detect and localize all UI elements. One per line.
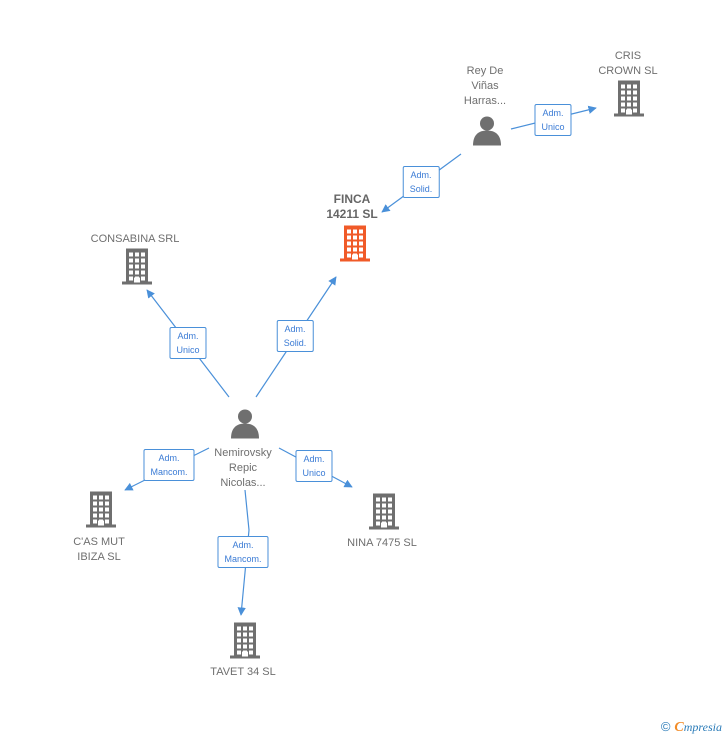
building-icon[interactable] <box>120 247 154 290</box>
node-label-tavet[interactable]: TAVET 34 SL <box>210 666 276 678</box>
edge-label-nemirovsky-casmut[interactable]: Adm. Mancom. <box>143 449 195 481</box>
person-icon[interactable] <box>472 116 502 151</box>
brand-name: mpresia <box>683 720 722 734</box>
building-icon[interactable] <box>338 224 372 267</box>
edge-label-rey-cris[interactable]: Adm. Unico <box>534 104 572 136</box>
edge-label-nemirovsky-tavet[interactable]: Adm. Mancom. <box>217 536 269 568</box>
node-label-nina[interactable]: NINA 7475 SL <box>347 537 417 549</box>
edge-label-rey-finca[interactable]: Adm. Solid. <box>402 166 440 198</box>
edge-label-nemirovsky-finca[interactable]: Adm. Solid. <box>276 320 314 352</box>
building-icon[interactable] <box>228 621 262 664</box>
building-icon[interactable] <box>612 79 646 122</box>
footer-brand: ©Cmpresia <box>661 719 722 736</box>
brand-initial: C <box>674 720 684 735</box>
edge-nemirovsky-tavet <box>237 489 250 616</box>
node-label-cris[interactable]: CRIS CROWN SL <box>598 50 658 77</box>
person-icon[interactable] <box>230 409 260 444</box>
building-icon[interactable] <box>84 490 118 533</box>
edge-label-nemirovsky-consabina[interactable]: Adm. Unico <box>169 327 207 359</box>
node-label-consabina[interactable]: CONSABINA SRL <box>90 233 180 245</box>
copyright-icon: © <box>660 719 671 734</box>
node-label-finca[interactable]: FINCA 14211 SL <box>326 192 378 221</box>
node-label-nemirovsky[interactable]: Nemirovsky Repic Nicolas... <box>214 447 272 489</box>
node-label-rey[interactable]: Rey De Viñas Harras... <box>463 65 507 107</box>
building-icon[interactable] <box>367 492 401 535</box>
node-label-casmut[interactable]: C'AS MUT IBIZA SL <box>73 536 125 563</box>
edge-label-nemirovsky-nina[interactable]: Adm. Unico <box>295 450 333 482</box>
